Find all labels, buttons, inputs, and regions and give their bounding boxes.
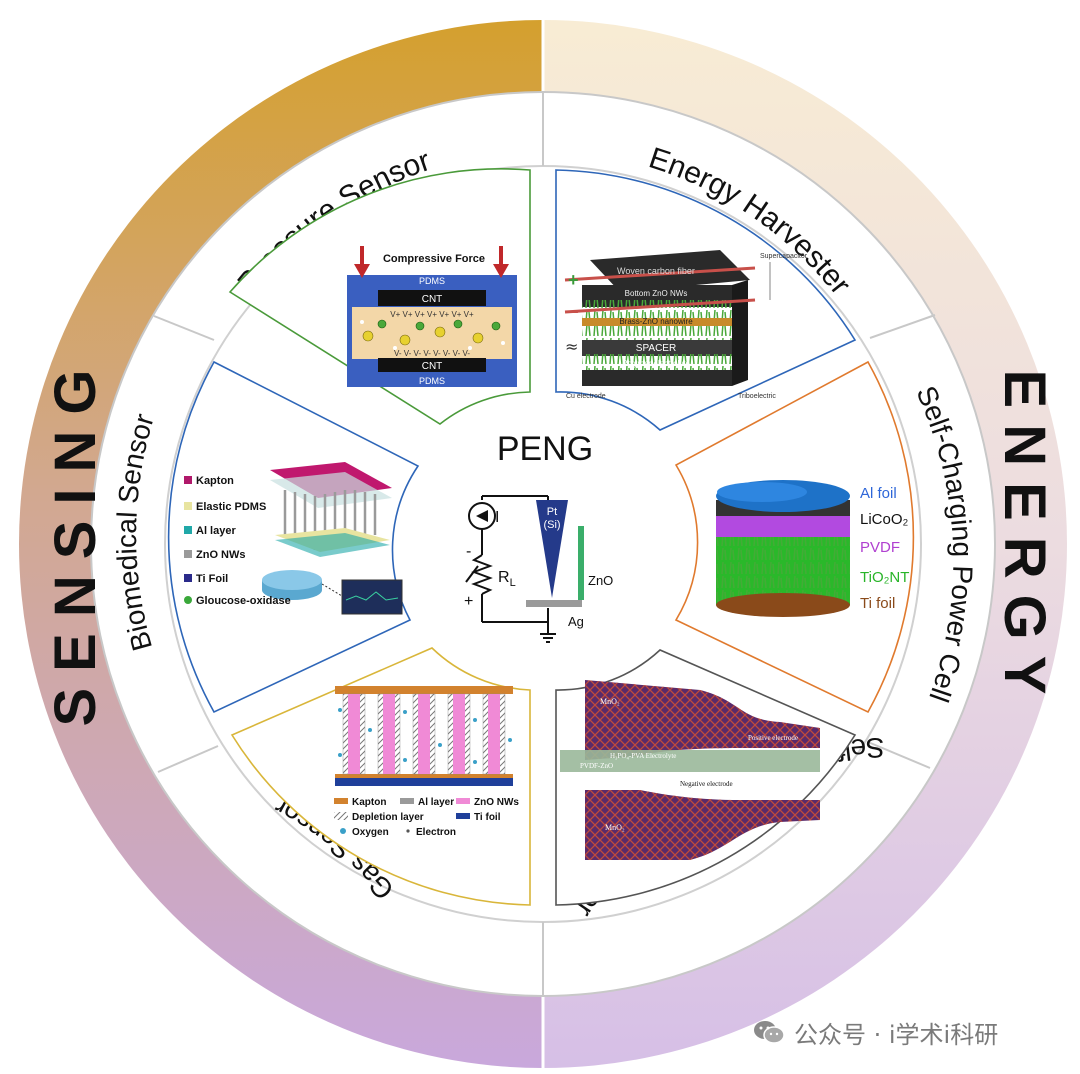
power-cell-figure: Al foil LiCoO₂ PVDF TiO₂NT Ti foil bbox=[716, 480, 909, 617]
supercapacitor-figure: MnO₂ Positive electrode H₃PO₄-PVA Electr… bbox=[560, 680, 820, 860]
svg-text:CNT: CNT bbox=[422, 361, 443, 372]
svg-text:ZnO NWs: ZnO NWs bbox=[196, 549, 246, 561]
svg-text:+: + bbox=[464, 593, 473, 610]
energy-harvester-figure: + − ≈ Woven carbon fiber Bottom ZnO NWs … bbox=[564, 250, 808, 400]
svg-text:Electron: Electron bbox=[416, 827, 456, 838]
svg-text:≈: ≈ bbox=[565, 337, 578, 356]
svg-text:Ti Foil: Ti Foil bbox=[196, 573, 228, 585]
svg-text:Al layer: Al layer bbox=[418, 797, 454, 808]
svg-text:Brass-ZnO nanowire: Brass-ZnO nanowire bbox=[619, 317, 693, 326]
cell-licoo2: LiCoO₂ bbox=[860, 511, 909, 528]
cell-ti-foil: Ti foil bbox=[860, 595, 895, 612]
svg-text:Polymer electrolyte: Polymer electrolyte bbox=[622, 359, 691, 368]
svg-text:ZnO: ZnO bbox=[588, 573, 613, 588]
peng-center: PENG I RL - + Pt (Si) ZnO Ag bbox=[411, 408, 675, 672]
svg-text:PVDF-ZnO: PVDF-ZnO bbox=[580, 762, 613, 770]
energy-label: ENERGY bbox=[992, 370, 1057, 711]
cell-tio2nt: TiO₂NT bbox=[860, 569, 909, 586]
svg-text:Positive electrode: Positive electrode bbox=[748, 734, 798, 742]
svg-text:(Si): (Si) bbox=[543, 519, 560, 531]
svg-text:Al layer: Al layer bbox=[196, 525, 236, 537]
watermark-text: 公众号 · i学术i科研 bbox=[794, 1020, 999, 1049]
svg-text:H₃PO₄-PVA Electrolyte: H₃PO₄-PVA Electrolyte bbox=[610, 752, 676, 760]
svg-text:ZnO NWs: ZnO NWs bbox=[474, 797, 519, 808]
svg-text:Bottom ZnO NWs: Bottom ZnO NWs bbox=[625, 289, 688, 298]
svg-text:-: - bbox=[466, 543, 471, 560]
svg-text:PDMS: PDMS bbox=[419, 276, 445, 286]
svg-text:Ti foil: Ti foil bbox=[474, 812, 501, 823]
svg-text:Triboelectric: Triboelectric bbox=[738, 393, 776, 400]
svg-text:MnO₂: MnO₂ bbox=[605, 823, 625, 832]
svg-text:Oxygen: Oxygen bbox=[352, 827, 389, 838]
wechat-icon bbox=[752, 1018, 786, 1046]
svg-text:Kapton: Kapton bbox=[352, 797, 386, 808]
sector-dividers bbox=[153, 92, 936, 996]
svg-text:Compressive Force: Compressive Force bbox=[383, 253, 485, 265]
svg-text:I: I bbox=[495, 509, 499, 526]
peng-title: PENG bbox=[497, 430, 593, 468]
svg-text:Negative electrode: Negative electrode bbox=[680, 780, 733, 788]
cell-al-foil: Al foil bbox=[860, 485, 897, 502]
watermark: 公众号 · i学术i科研 bbox=[752, 1012, 1072, 1052]
svg-text:+: + bbox=[568, 270, 579, 290]
svg-text:PDMS: PDMS bbox=[419, 376, 445, 386]
cell-pvdf: PVDF bbox=[860, 539, 900, 556]
svg-text:Pt: Pt bbox=[547, 506, 557, 518]
sensing-label: SENSING bbox=[43, 353, 108, 726]
svg-text:−: − bbox=[568, 302, 579, 322]
svg-text:Cu electrode: Cu electrode bbox=[566, 393, 606, 400]
svg-text:Woven carbon fiber: Woven carbon fiber bbox=[617, 266, 695, 276]
svg-text:SPACER: SPACER bbox=[636, 343, 676, 354]
svg-text:V- V- V- V- V- V- V- V-: V- V- V- V- V- V- V- V- bbox=[394, 349, 470, 358]
svg-text:V+ V+ V+ V+ V+ V+ V+: V+ V+ V+ V+ V+ V+ V+ bbox=[390, 310, 474, 319]
svg-text:Elastic PDMS: Elastic PDMS bbox=[196, 501, 266, 513]
gas-sensor-figure: Kapton Al layer ZnO NWs Depletion layer … bbox=[334, 686, 519, 838]
resistor-label: RL bbox=[498, 569, 516, 589]
pressure-sensor-figure: PDMS CNT V+ V+ V+ V+ V+ V+ V+ V- V- V- V… bbox=[347, 246, 517, 387]
force-arrow-left bbox=[354, 246, 370, 278]
biomedical-sensor-figure: Kapton Elastic PDMS Al layer ZnO NWs Ti … bbox=[184, 462, 403, 615]
svg-text:Gloucose-oxidase: Gloucose-oxidase bbox=[196, 595, 291, 607]
svg-text:MnO₂: MnO₂ bbox=[600, 697, 620, 706]
svg-text:Supercapacitor: Supercapacitor bbox=[760, 253, 808, 260]
svg-text:Depletion layer: Depletion layer bbox=[352, 812, 424, 823]
svg-text:CNT: CNT bbox=[422, 294, 443, 305]
svg-text:Kapton: Kapton bbox=[196, 475, 234, 487]
svg-text:Ag: Ag bbox=[568, 614, 584, 629]
force-arrow-right bbox=[493, 246, 509, 278]
